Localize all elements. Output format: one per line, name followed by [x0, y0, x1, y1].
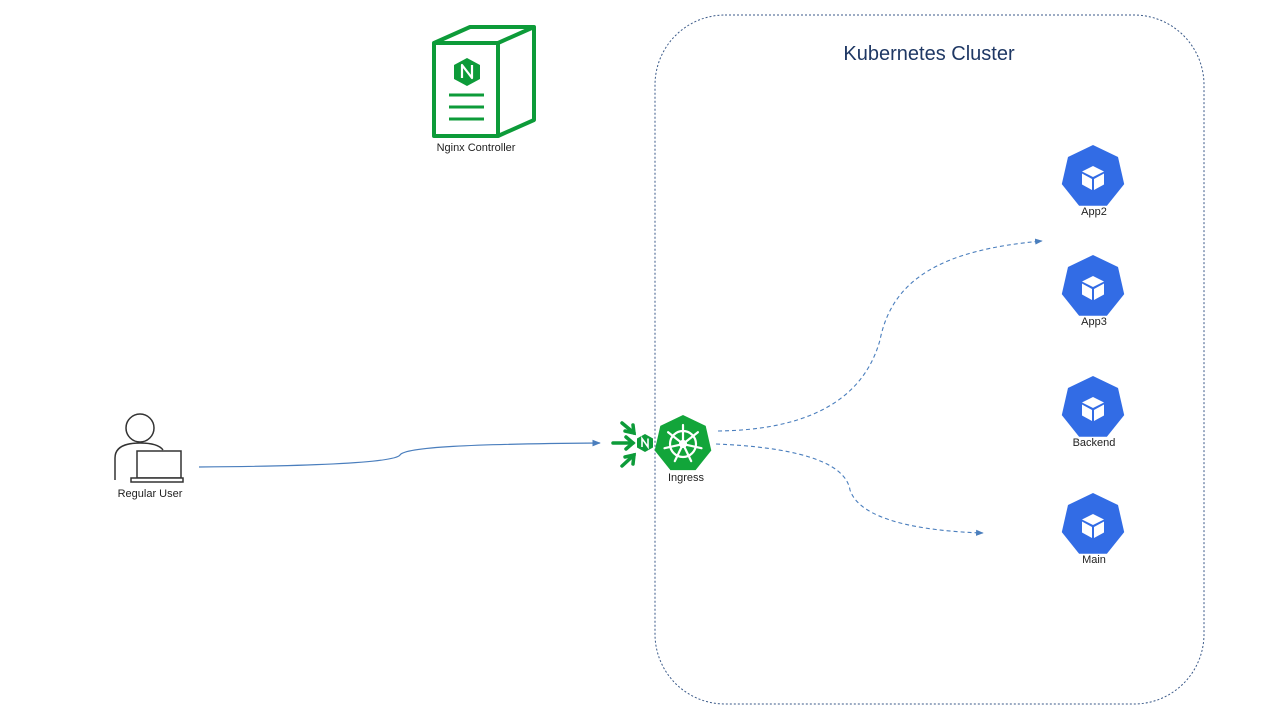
- user-laptop-icon: [114, 413, 184, 483]
- regular-user-label: Regular User: [117, 488, 183, 500]
- nginx-server-icon: [432, 25, 536, 138]
- user-to-ingress-connector: [198, 439, 601, 468]
- service-label-app3: App3: [1081, 316, 1107, 328]
- kubernetes-pod-icon: [1061, 376, 1125, 437]
- service-label-app2: App2: [1081, 206, 1107, 218]
- kubernetes-cluster-boundary: [654, 14, 1205, 705]
- ingress-label: Ingress: [667, 472, 705, 484]
- kubernetes-pod-icon: [1061, 493, 1125, 554]
- ingress-to-app2-connector: [717, 238, 1043, 432]
- nginx-controller-label: Nginx Controller: [436, 142, 516, 154]
- kubernetes-pod-icon: [1061, 255, 1125, 316]
- kubernetes-pod-icon: [1061, 145, 1125, 206]
- service-label-main: Main: [1082, 554, 1106, 566]
- nginx-badge-icon: [611, 421, 653, 468]
- service-label-backend: Backend: [1072, 437, 1116, 449]
- kubernetes-helm-icon: [654, 415, 712, 471]
- ingress-to-main-connector: [715, 443, 984, 536]
- cluster-title: Kubernetes Cluster: [843, 43, 1015, 65]
